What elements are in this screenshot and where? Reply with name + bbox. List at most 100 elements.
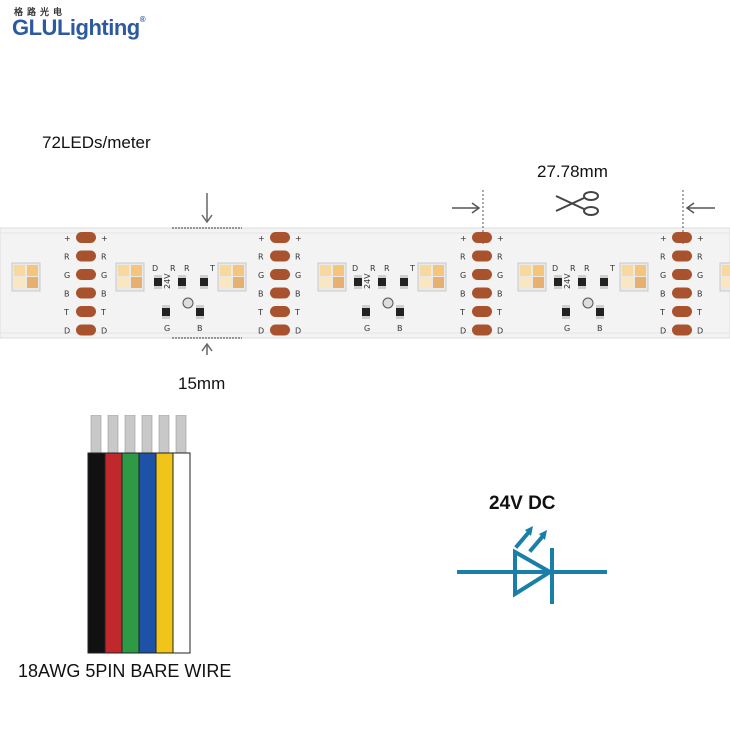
pad-label-left: T [459,308,465,317]
pad-label-right: G [101,271,107,280]
component-label: T [609,264,615,273]
wire-conductor [138,415,157,654]
brand-logo: GLULighting® [12,15,146,41]
solder-pad [76,269,96,280]
solder-pad [270,269,290,280]
pad-label-left: G [64,271,70,280]
solder-pad [672,232,692,243]
width-arrow-top [172,193,242,229]
pad-label-right: T [100,308,106,317]
pad-label-left: R [64,253,70,262]
pad-label-right: B [101,290,107,299]
bare-wire-end [158,415,170,458]
pad-label-right: R [101,253,107,262]
pad-label-left: R [460,253,466,262]
pad-label-right: R [295,253,301,262]
component-label: D [152,264,158,273]
pad-label-right: G [295,271,301,280]
scissors-icon [555,191,599,216]
wire-insulation [87,452,106,654]
wire-insulation [121,452,140,654]
wire-conductor [172,415,191,654]
wire-insulation [172,452,191,654]
pad-label-right: B [295,290,301,299]
rgbcct-led-chip [11,262,41,292]
pad-label-right: T [696,308,702,317]
voltage-marking: 24V [563,273,572,289]
solder-pad [76,250,96,262]
component-label: D [552,264,558,273]
logo-chinese-text: 格路光电 [14,8,67,18]
pad-label-right: + [697,234,704,243]
wire-insulation [138,452,157,654]
pad-label-right: R [697,253,703,262]
bare-wire-end [141,415,153,458]
component-label: D [352,264,358,273]
pad-label-left: D [64,327,70,336]
pad-label-left: G [258,271,264,280]
component-label: R [570,264,576,273]
pad-label-left: B [460,290,466,299]
component-label: R [170,264,176,273]
solder-pad [672,269,692,280]
pad-label-right: R [497,253,503,262]
rgbcct-led-chip [317,262,347,292]
pad-label-left: D [258,327,264,336]
solder-pad [76,324,96,336]
pad-label-right: B [497,290,503,299]
rgbcct-led-chip [115,262,145,292]
bare-wire-end [175,415,187,458]
wire-bundle [87,415,191,654]
solder-pad [472,306,492,317]
component-label: B [197,324,203,333]
wire-conductor [121,415,140,654]
voltage-label: 24V DC [489,493,556,514]
pad-label-left: D [460,327,466,336]
pad-label-left: D [660,327,666,336]
pad-label-right: D [497,327,503,336]
brand-logo-suffix: Lighting [56,15,140,40]
solder-pad [76,287,96,299]
component-label: B [597,324,603,333]
pad-label-left: R [660,253,666,262]
bare-wire-end [107,415,119,458]
cut-length-label: 27.78mm [537,162,608,181]
led-chips [11,262,730,292]
solder-pad [472,232,492,243]
pad-label-right: T [294,308,300,317]
solder-pad [672,306,692,317]
component-label: R [370,264,376,273]
brand-logo-prefix: GLU [12,15,57,40]
rgbcct-led-chip [619,262,649,292]
pad-label-left: + [64,234,71,243]
pad-label-left: + [258,234,265,243]
component-label: B [397,324,403,333]
wire-conductor [87,415,106,654]
solder-pad [472,324,492,336]
rgbcct-led-chip [719,262,730,292]
component-label: R [384,264,390,273]
pad-label-left: T [257,308,263,317]
led-diode-icon [457,526,607,604]
wire-insulation [155,452,174,654]
pad-label-right: G [497,271,503,280]
solder-pad [472,250,492,262]
pad-label-left: R [258,253,264,262]
pad-label-right: B [697,290,703,299]
solder-pad [472,269,492,280]
solder-pad [672,287,692,299]
pad-label-left: G [460,271,466,280]
pad-label-left: + [660,234,667,243]
wire-conductor [104,415,123,654]
wire-conductor [155,415,174,654]
rgbcct-led-chip [217,262,247,292]
rgbcct-led-chip [517,262,547,292]
pad-label-left: + [460,234,467,243]
registered-mark: ® [139,15,146,24]
